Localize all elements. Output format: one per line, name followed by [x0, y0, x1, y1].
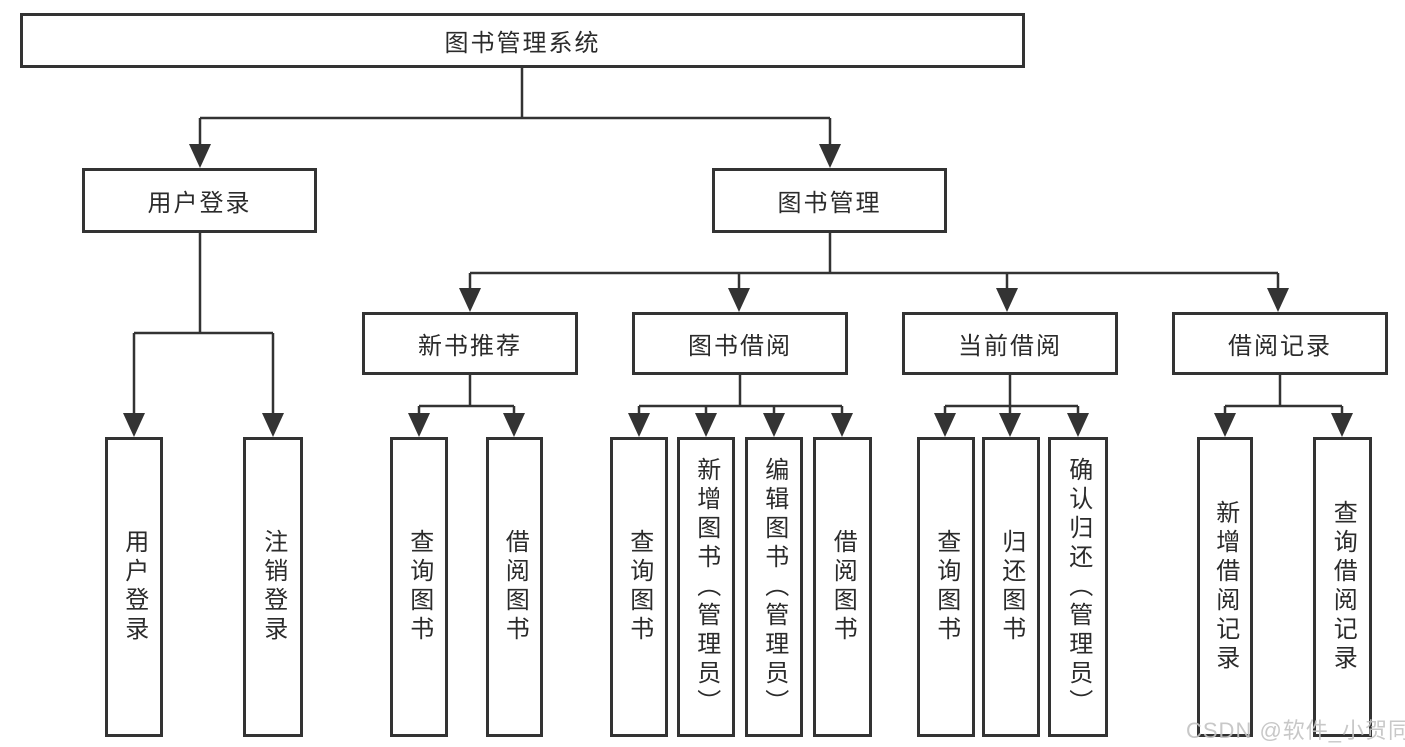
csdn-watermark: CSDN @软件_小贺同学 — [1186, 718, 1405, 743]
node-borrow-records: 借阅记录 — [1172, 312, 1388, 375]
leaf-current-return-books-label: 归还图书 — [997, 529, 1025, 645]
leaf-current-confirm-return-admin: 确认归还（管理员） — [1048, 437, 1108, 737]
leaf-logout: 注销登录 — [243, 437, 303, 737]
node-new-book-recommend: 新书推荐 — [362, 312, 578, 375]
leaf-borrow-add-books-admin: 新增图书（管理员） — [677, 437, 735, 737]
leaf-current-confirm-return-admin-label: 确认归还（管理员） — [1064, 456, 1092, 718]
leaf-records-query-record: 查询借阅记录 — [1313, 437, 1372, 737]
leaf-borrow-add-books-admin-label: 新增图书（管理员） — [692, 456, 720, 718]
node-current-borrow: 当前借阅 — [902, 312, 1118, 375]
node-book-management: 图书管理 — [712, 168, 947, 233]
leaf-records-add-record-label: 新增借阅记录 — [1211, 500, 1239, 674]
node-root: 图书管理系统 — [20, 13, 1025, 68]
node-user-login: 用户登录 — [82, 168, 317, 233]
leaf-borrow-edit-books-admin: 编辑图书（管理员） — [745, 437, 803, 737]
leaf-borrow-query-books-label: 查询图书 — [625, 529, 653, 645]
leaf-recommend-borrow-books: 借阅图书 — [486, 437, 543, 737]
node-borrow-records-label: 借阅记录 — [1228, 333, 1332, 360]
leaf-user-login-label: 用户登录 — [120, 529, 148, 645]
leaf-recommend-query-books-label: 查询图书 — [405, 529, 433, 645]
node-new-book-recommend-label: 新书推荐 — [418, 333, 522, 360]
node-root-label: 图书管理系统 — [444, 30, 601, 57]
leaf-recommend-query-books: 查询图书 — [390, 437, 448, 737]
leaf-recommend-borrow-books-label: 借阅图书 — [501, 529, 529, 645]
node-book-borrow-label: 图书借阅 — [688, 333, 792, 360]
leaf-current-query-books-label: 查询图书 — [932, 529, 960, 645]
arrowheads — [123, 144, 1353, 437]
leaf-borrow-borrow-books: 借阅图书 — [813, 437, 872, 737]
leaf-current-query-books: 查询图书 — [917, 437, 975, 737]
leaf-borrow-query-books: 查询图书 — [610, 437, 668, 737]
leaf-borrow-borrow-books-label: 借阅图书 — [829, 529, 857, 645]
leaf-records-add-record: 新增借阅记录 — [1197, 437, 1253, 737]
leaf-user-login: 用户登录 — [105, 437, 163, 737]
node-book-management-label: 图书管理 — [777, 190, 882, 217]
node-current-borrow-label: 当前借阅 — [958, 333, 1062, 360]
node-book-borrow: 图书借阅 — [632, 312, 848, 375]
leaf-current-return-books: 归还图书 — [982, 437, 1040, 737]
leaf-logout-label: 注销登录 — [259, 529, 287, 645]
leaf-borrow-edit-books-admin-label: 编辑图书（管理员） — [760, 456, 788, 718]
node-user-login-label: 用户登录 — [147, 190, 252, 217]
leaf-records-query-record-label: 查询借阅记录 — [1329, 500, 1357, 674]
